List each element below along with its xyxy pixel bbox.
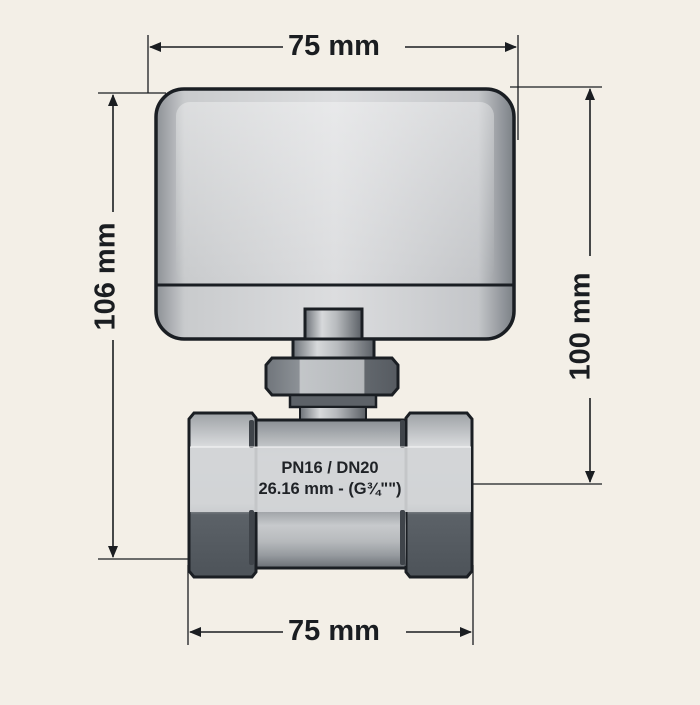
valve-body: [187, 411, 474, 579]
valve-spec-label: PN16 / DN20 26.16 mm - (G¾""): [230, 458, 430, 501]
pressure-size-text: PN16 / DN20: [281, 459, 379, 477]
dimension-lines: [108, 42, 595, 637]
stem: [291, 307, 376, 361]
bottom-width-label: 75 mm: [284, 617, 384, 646]
top-width-label: 75 mm: [284, 32, 384, 61]
left-height-label: 106 mm: [90, 218, 122, 335]
thread-size-text: 26.16 mm - (G¾""): [258, 480, 402, 499]
right-height-label: 100 mm: [565, 268, 597, 385]
actuator-housing: [154, 87, 516, 341]
